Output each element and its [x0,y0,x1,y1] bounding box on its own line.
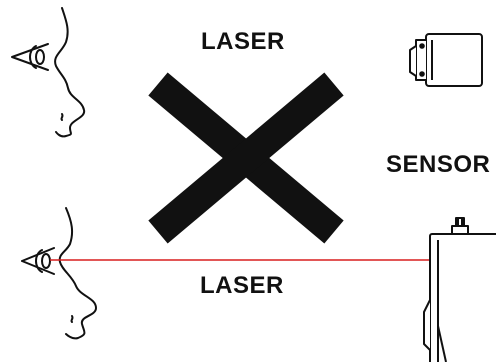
face-profile-bottom-icon [22,208,96,338]
x-cross-icon [158,84,334,232]
laser-bottom-label: LASER [200,272,284,300]
sensor-label: SENSOR [386,151,490,179]
laser-sensor-device-icon [424,218,496,362]
sensor-box-icon [410,34,482,86]
face-profile-top-icon [12,8,84,136]
laser-top-label: LASER [201,28,285,56]
